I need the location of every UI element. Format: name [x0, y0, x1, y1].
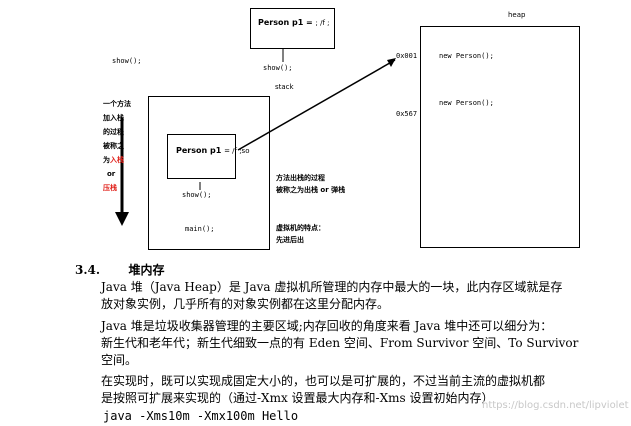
show-inner: show();	[182, 191, 212, 199]
inner-box-tail: = /f ;so	[224, 147, 250, 155]
side-note-line: 一个方法	[103, 100, 131, 108]
main-call: main();	[185, 225, 215, 233]
doc-line: 放对象实例，几乎所有的对象实例都在这里分配内存。	[101, 297, 390, 311]
feature-line: 先进后出	[276, 236, 304, 244]
side-note-line: 被称之	[103, 142, 124, 150]
side-note-push-term: 入栈	[110, 156, 124, 164]
down-arrow-head	[115, 212, 129, 226]
pop-note-line: 方法出栈的过程	[276, 174, 325, 182]
side-note: 一个方法 加入栈 的过程 被称之 为入栈 or 压栈	[103, 97, 131, 195]
stack-label: stack	[275, 83, 294, 91]
show-left: show();	[112, 57, 142, 65]
watermark: https://blog.csdn.net/lipviolet	[482, 400, 629, 411]
inner-box-text: Person p1	[176, 146, 222, 155]
doc-line: 在实现时，既可以实现成固定大小的，也可以是可扩展的，不过当前主流的虚拟机都	[101, 374, 546, 388]
side-note-line: 的过程	[103, 128, 124, 136]
pop-note-line: 被称之为出栈 or 弹栈	[276, 186, 346, 194]
inner-box-label: Person p1 = /f ;so	[176, 146, 250, 155]
doc-line: 空间。	[101, 353, 138, 367]
side-note-line: 加入栈	[103, 114, 124, 122]
show-top: show();	[263, 64, 293, 72]
command-line: java -Xms10m -Xmx100m Hello	[103, 409, 299, 423]
heap-object-1: new Person();	[439, 52, 494, 60]
doc-line: Java 堆是垃圾收集器管理的主要区域;内存回收的角度来看 Java 堆中还可以…	[101, 319, 553, 333]
inner-reference-box	[167, 134, 236, 179]
heap-box	[420, 26, 580, 248]
doc-line: 新生代和老年代；新生代细致一点的有 Eden 空间、From Survivor …	[101, 336, 579, 350]
top-box-text: Person p1 =	[258, 18, 316, 27]
heap-address-2: 0x567	[396, 110, 418, 118]
stack-box	[148, 96, 270, 250]
heap-label: heap	[508, 11, 526, 19]
section-title: 堆内存	[128, 263, 165, 277]
side-note-line: 为入栈	[103, 153, 131, 167]
feature-line: 虚拟机的特点：	[276, 224, 325, 232]
side-note-press-term: 压栈	[103, 184, 117, 192]
top-box-tail: ; /f ;	[315, 19, 330, 27]
feature-note: 虚拟机的特点： 先进后出	[276, 222, 325, 246]
side-note-prefix: 为	[103, 156, 110, 164]
section-number: 3.4.	[75, 263, 101, 277]
heap-object-2: new Person();	[439, 99, 494, 107]
side-note-or: or	[107, 170, 116, 178]
top-reference-box	[250, 8, 335, 49]
doc-line: 是按照可扩展来实现的（通过-Xmx 设置最大内存和-Xms 设置初始内存）	[101, 391, 494, 405]
top-box-label: Person p1 = ; /f ;	[258, 18, 330, 27]
doc-line: Java 堆（Java Heap）是 Java 虚拟机所管理的内存中最大的一块，…	[101, 280, 563, 294]
section-heading: 3.4. 堆内存	[75, 262, 164, 279]
pop-note: 方法出栈的过程 被称之为出栈 or 弹栈	[276, 172, 345, 196]
heap-address-1: 0x001	[396, 52, 418, 60]
